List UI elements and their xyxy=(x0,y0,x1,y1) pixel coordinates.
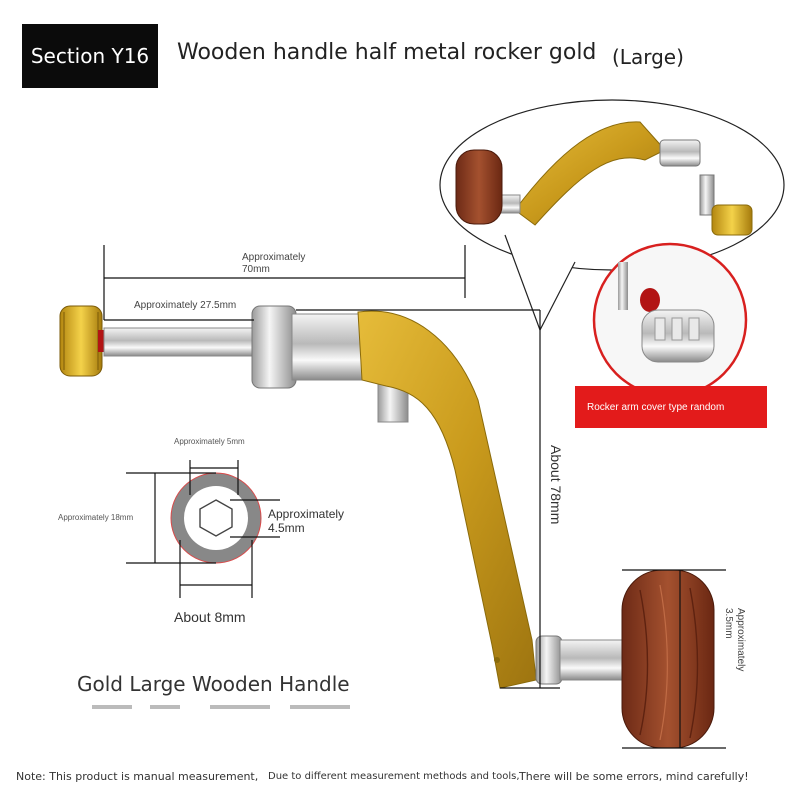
hex-cross-section xyxy=(126,460,280,598)
overall-length-line1: Approximately xyxy=(242,252,306,263)
inset-product-view xyxy=(439,99,785,332)
footer-note-2: Due to different measurement methods and… xyxy=(268,771,520,782)
cover-note-label: Rocker arm cover type random xyxy=(575,386,767,428)
knob-thickness-line2: 3.5mm xyxy=(723,608,734,639)
knob-thickness-label: Approximately 3.5mm xyxy=(722,608,746,671)
caption-decoration xyxy=(92,705,350,709)
product-title: Wooden handle half metal rocker gold xyxy=(177,40,597,65)
product-caption: Gold Large Wooden Handle xyxy=(77,672,350,696)
overall-length-line2: 70mm xyxy=(242,264,270,275)
hex-depth-label: Approximately 4.5mm xyxy=(268,507,344,536)
hex-width-label: Approximately 5mm xyxy=(174,437,245,446)
product-size: (Large) xyxy=(612,45,684,69)
dimension-lines xyxy=(103,245,726,749)
hex-depth-line2: 4.5mm xyxy=(268,521,305,536)
knob-thickness-line1: Approximately xyxy=(735,608,746,672)
inset-cover-view xyxy=(592,242,748,398)
inner-diameter-label: About 8mm xyxy=(174,609,246,625)
overall-length-label: Approximately 70mm xyxy=(242,252,305,276)
section-badge: Section Y16 xyxy=(22,24,158,88)
main-handle xyxy=(59,305,715,749)
hex-depth-line1: Approximately xyxy=(268,507,345,521)
arm-height-label: About 78mm xyxy=(548,445,564,525)
footer-note-3: There will be some errors, mind carefull… xyxy=(519,770,749,783)
outer-diameter-label: Approximately 18mm xyxy=(58,513,134,522)
footer-note-1: Note: This product is manual measurement… xyxy=(16,770,259,783)
shaft-length-label: Approximately 27.5mm xyxy=(134,300,237,311)
